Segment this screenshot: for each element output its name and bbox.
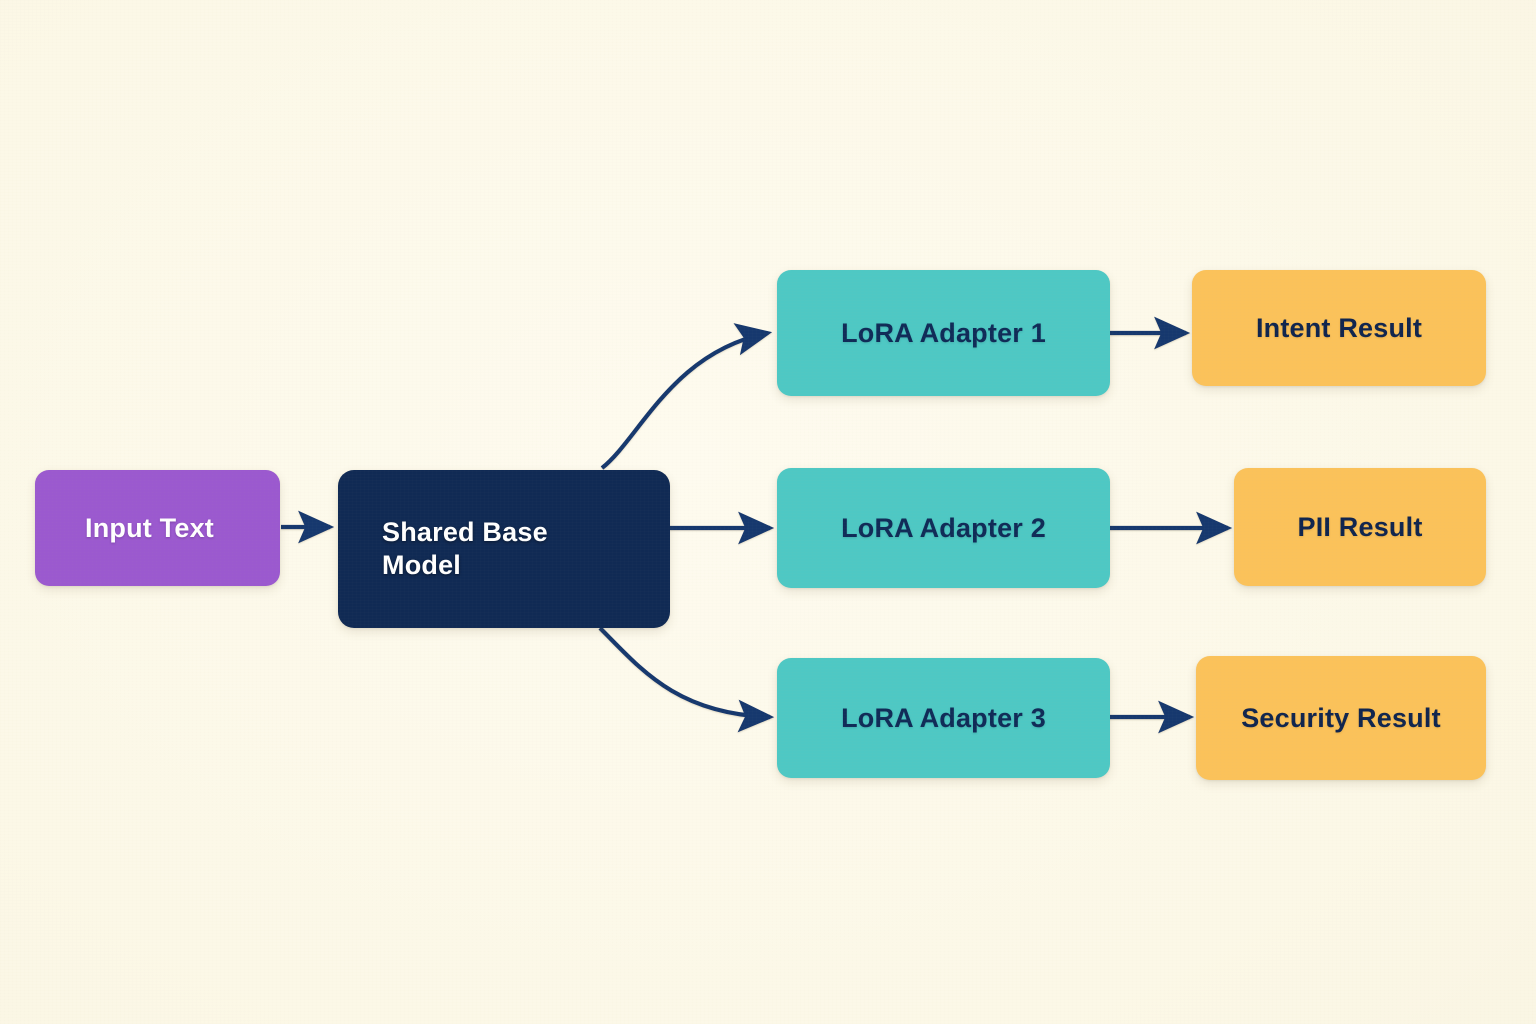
node-shared-base-model-label: Shared Base Model bbox=[382, 516, 670, 582]
node-input-text-label: Input Text bbox=[85, 512, 214, 543]
edge-base-to-adapter-3 bbox=[598, 626, 775, 733]
node-lora-adapter-2-label: LoRA Adapter 2 bbox=[841, 512, 1046, 543]
node-security-result-label: Security Result bbox=[1241, 702, 1441, 733]
node-pii-result[interactable]: PII Result bbox=[1234, 468, 1486, 586]
base-label-line-1: Shared Base bbox=[382, 517, 548, 548]
node-pii-result-label: PII Result bbox=[1297, 511, 1423, 542]
node-lora-adapter-3-label: LoRA Adapter 3 bbox=[841, 702, 1046, 733]
node-input-text[interactable]: Input Text bbox=[35, 470, 280, 586]
node-intent-result[interactable]: Intent Result bbox=[1192, 270, 1486, 386]
base-label-line-2: Model bbox=[382, 550, 461, 580]
node-intent-result-label: Intent Result bbox=[1255, 312, 1423, 343]
node-lora-adapter-1[interactable]: LoRA Adapter 1 bbox=[777, 270, 1110, 396]
node-lora-adapter-3[interactable]: LoRA Adapter 3 bbox=[777, 658, 1110, 778]
node-lora-adapter-1-label: LoRA Adapter 1 bbox=[841, 317, 1046, 348]
node-shared-base-model[interactable]: Shared Base Model bbox=[338, 470, 670, 628]
node-security-result[interactable]: Security Result bbox=[1196, 656, 1486, 780]
node-lora-adapter-2[interactable]: LoRA Adapter 2 bbox=[777, 468, 1110, 588]
edge-base-to-adapter-1 bbox=[600, 323, 773, 470]
